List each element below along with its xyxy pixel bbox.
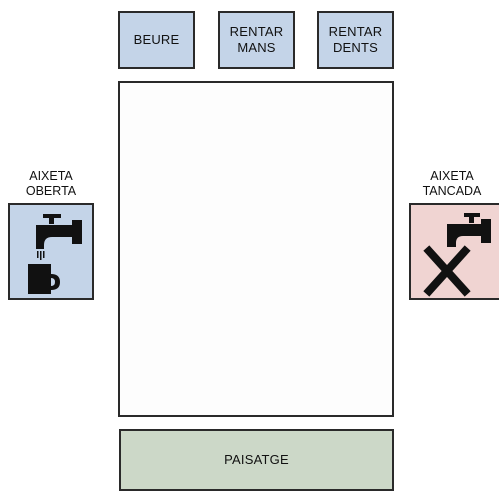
paisatge-label: PAISATGE <box>224 452 289 467</box>
beure-label: BEURE <box>133 32 180 47</box>
paisatge-button[interactable]: PAISATGE <box>119 429 394 491</box>
rentar-mans-label: RENTAR MANS <box>229 24 284 55</box>
aixeta-oberta-label: AIXETA OBERTA <box>25 169 77 198</box>
closed-tap-crossed-icon <box>423 213 491 297</box>
rentar-mans-button[interactable]: RENTAR MANS <box>218 11 295 69</box>
beure-button[interactable]: BEURE <box>118 11 195 69</box>
rentar-dents-label: RENTAR DENTS <box>328 24 383 55</box>
aixeta-tancada-label: AIXETA TANCADA <box>422 169 482 198</box>
aixeta-tancada-card[interactable] <box>409 203 499 300</box>
open-tap-with-cup-icon <box>28 214 82 294</box>
aixeta-oberta-card[interactable] <box>8 203 94 300</box>
main-board <box>118 81 394 417</box>
rentar-dents-button[interactable]: RENTAR DENTS <box>317 11 394 69</box>
